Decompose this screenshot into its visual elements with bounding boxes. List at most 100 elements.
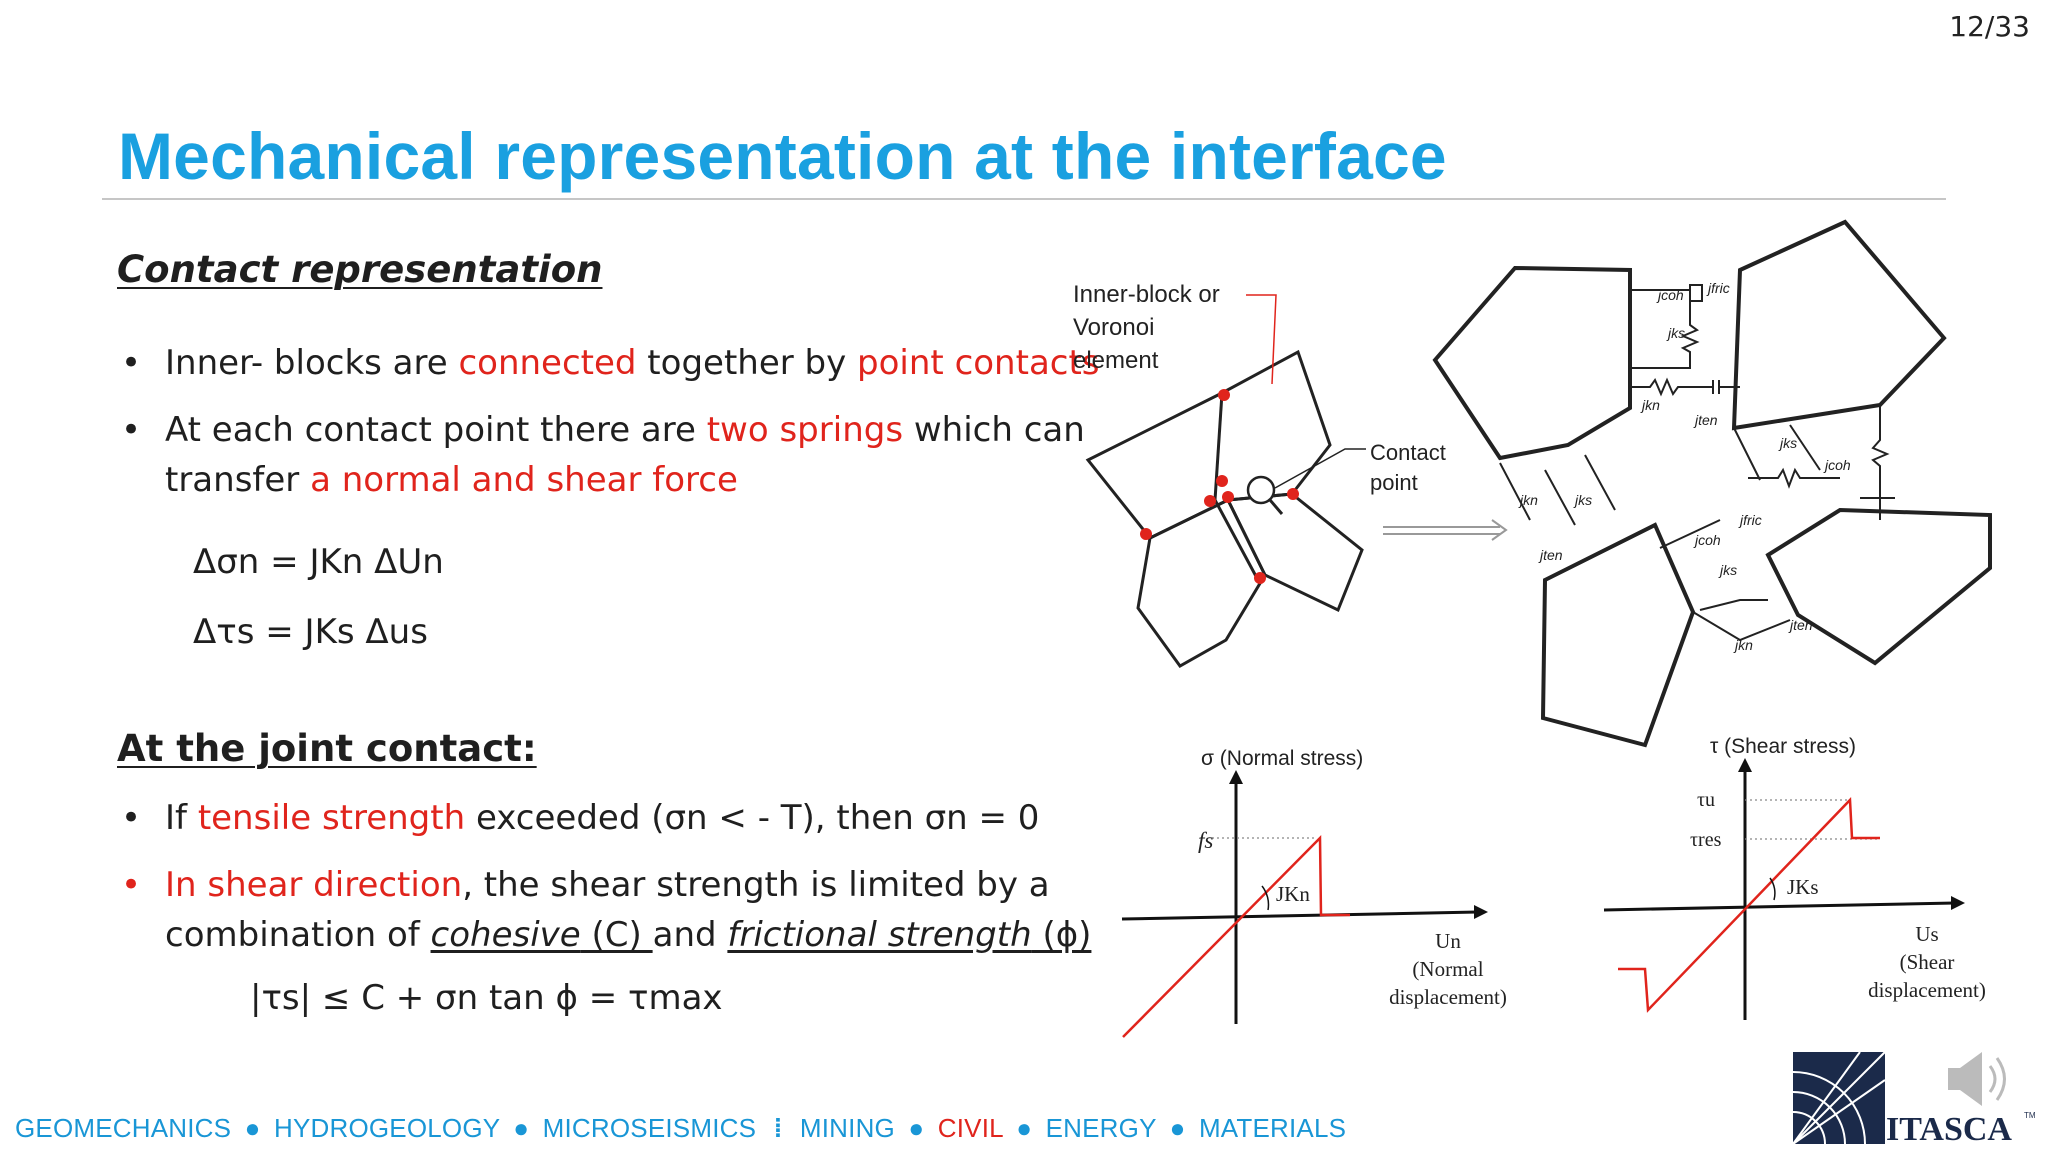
contact-points [1140,389,1299,584]
speaker-icon[interactable] [1948,1052,2006,1106]
slide-title: Mechanical representation at the interfa… [118,119,1447,193]
normal-stress-graph: σ (Normal stress) fs JKn Un (Normal disp… [1121,747,1507,1038]
footer-divider-icon: ⁞ [773,1113,783,1143]
normal-x-label-line3: displacement) [1389,985,1507,1009]
bullet-dot: • [121,865,142,905]
contact-point [1222,491,1234,503]
label-jfric-2: jfric [1738,512,1762,528]
label-jfric: jfric [1706,280,1730,296]
label-jkn-2: jkn [1518,492,1538,508]
shear-stress-graph: τ (Shear stress) τu τres JKs Us (Shear d… [1603,735,1986,1020]
bullet-shear-direction: • In shear direction, the shear strength… [121,860,1091,960]
exploded-block-top-left [1432,265,1632,461]
footer-separator: ● [513,1113,530,1143]
text-segment: which can [903,410,1085,450]
footer-separator: ● [908,1113,925,1143]
normal-y-label: σ (Normal stress) [1201,747,1363,770]
joint-contact-heading: At the joint contact: [117,727,537,770]
spring-labels: jcoh jfric jks jkn jten jks jcoh jkn jks… [1518,280,1851,653]
contact-point [1254,572,1266,584]
logo-text: ITASCA [1886,1111,2012,1148]
shear-slope-label: JKs [1787,875,1819,899]
spring-links-bottom [1659,519,1791,642]
footer-separator: ● [1016,1113,1033,1143]
normal-x-arrow-icon [1474,905,1488,919]
contact-point [1216,475,1228,487]
spring-jks-top [1630,289,1700,369]
text-segment: and [652,915,728,955]
text-segment: combination of [165,915,431,955]
cohesive-symbol: (C) [580,915,653,955]
footer-energy: ENERGY [1045,1113,1157,1143]
bullet-two-springs: • At each contact point there are two sp… [121,405,1085,505]
highlight-point-contacts: point contacts [857,343,1100,383]
spring-links-left [1499,454,1616,526]
bullet-dot: • [121,410,142,450]
voronoi-edge [1213,499,1260,581]
label-jten: jten [1693,412,1718,428]
footer-disciplines: GEOMECHANICS ● HYDROGEOLOGY ● MICROSEISM… [15,1113,1346,1144]
slider-jcoh [1689,284,1703,302]
voronoi-block-bottom-left [1136,497,1267,668]
transition-arrow-icon [1383,519,1508,541]
text-segment: exceeded (σn < - T), then σn = 0 [465,798,1040,838]
normal-slope-arc [1261,885,1270,911]
exploded-blocks [1432,219,1992,748]
normal-x-axis [1121,910,1479,921]
equation-shear-strength: |τs| ≤ C + σn tan ϕ = τmax [250,978,723,1018]
highlight-tensile-strength: tensile strength [197,798,466,838]
exploded-block-top-right [1731,219,1947,431]
text-segment: Inner- blocks are [165,343,459,383]
page-number: 12/33 [1949,10,2030,43]
footer-hydrogeology: HYDROGEOLOGY [273,1113,500,1143]
label-jks: jks [1666,325,1685,341]
normal-fs-tick: fs [1198,828,1213,853]
equation-normal: Δσn = JKn ΔUn [193,542,444,582]
contact-label-line1: Contact [1370,440,1446,465]
footer-separator: ● [244,1113,261,1143]
text-segment: , the shear strength is limited by a [462,865,1050,905]
frictional-term: frictional strength [727,915,1032,955]
contact-label-leader [1274,448,1366,489]
highlight-connected: connected [458,343,637,383]
bullet-tensile: • If tensile strength exceeded (σn < - T… [121,793,1040,843]
contact-point [1204,495,1216,507]
normal-stress-curve [1122,834,1350,1038]
cohesive-term: cohesive [430,915,581,955]
block-label-leader [1246,294,1277,385]
shear-y-label: τ (Shear stress) [1710,735,1856,758]
spring-links-right [1733,405,1895,520]
title-divider [102,198,1946,200]
shear-x-arrow-icon [1951,896,1965,910]
label-jten-2: jten [1538,547,1563,563]
spring-jkn-top [1630,377,1740,397]
normal-slope-label: JKn [1276,882,1310,906]
footer-geomechanics: GEOMECHANICS [15,1113,232,1143]
shear-x-label-line1: Us [1915,922,1938,946]
shear-slope-arc [1769,877,1776,901]
label-jten-3: jten [1788,617,1813,633]
bullet-dot: • [121,798,142,838]
equation-shear: Δτs = JKs Δus [193,612,428,652]
contact-point [1287,488,1299,500]
contact-label-line2: point [1370,470,1418,495]
block-label-line3: element [1073,347,1159,374]
normal-x-label-line2: (Normal [1412,957,1483,981]
footer-materials: MATERIALS [1198,1113,1347,1143]
shear-tau-res-tick: τres [1690,829,1722,851]
label-jks-3: jks [1573,492,1592,508]
normal-y-arrow-icon [1229,770,1243,784]
text-segment: transfer [165,460,311,500]
label-jcoh: jcoh [1656,287,1684,303]
shear-y-arrow-icon [1738,758,1752,772]
logo-tm: TM [2024,1111,2036,1120]
shear-x-label-line3: displacement) [1868,978,1986,1002]
itasca-logo: ITASCA TM [1792,1051,2036,1148]
spring-jkn-right [1748,467,1840,489]
normal-x-label-line1: Un [1435,929,1461,953]
label-jks-2: jks [1778,435,1797,451]
contact-representation-heading: Contact representation [117,248,603,291]
shear-tau-u-tick: τu [1697,789,1715,811]
label-jcoh-3: jcoh [1693,532,1721,548]
